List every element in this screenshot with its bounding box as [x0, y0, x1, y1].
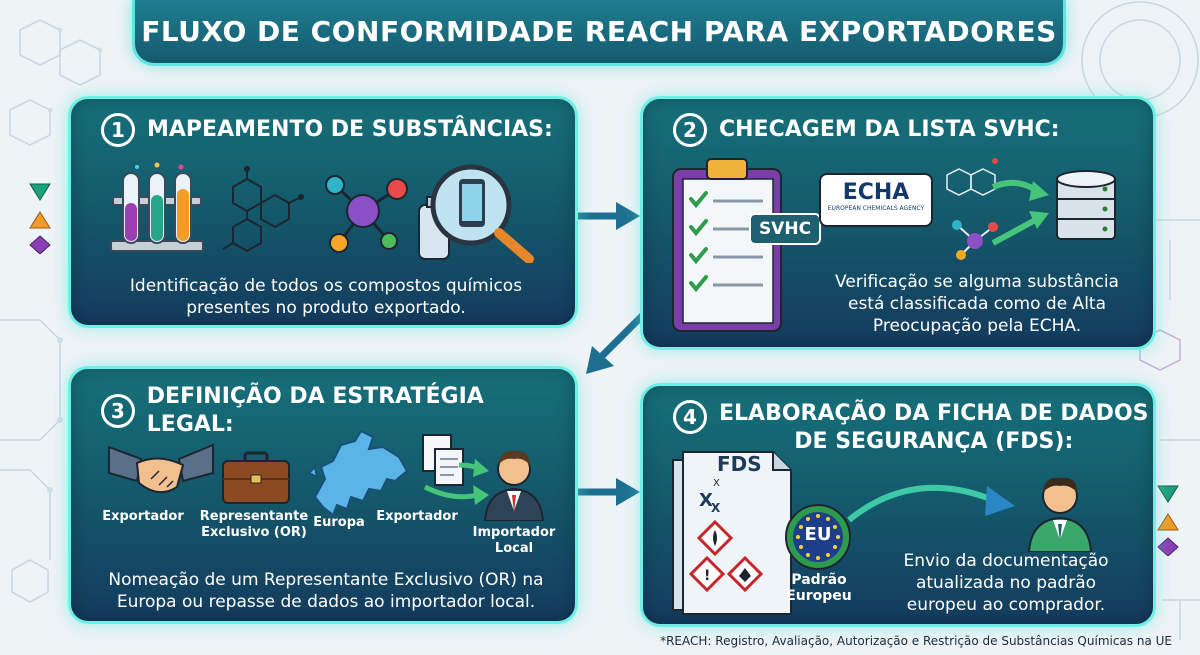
echa-logo-icon: ECHA EUROPEAN CHEMICALS AGENCY — [819, 173, 933, 227]
step-2-header: 2 CHECAGEM DA LISTA SVHC: — [673, 113, 1060, 147]
label-importador: Importador Local — [459, 525, 569, 557]
step-4-panel: 4 ELABORAÇÃO DA FICHA DE DADOS DE SEGURA… — [640, 383, 1156, 627]
europe-map-icon — [307, 429, 409, 517]
label-line: Europeu — [786, 588, 852, 604]
label-line: Padrão — [791, 572, 847, 588]
arrow-step3-to-step4 — [574, 478, 640, 506]
database-icon — [1056, 170, 1116, 240]
heading-line: ELABORAÇÃO DA FICHA DE DADOS — [719, 401, 1149, 426]
step-number: 2 — [673, 113, 707, 147]
send-arrow-icon — [847, 484, 1015, 523]
arrow-step1-to-step2 — [574, 202, 640, 230]
description-line: atualizada no padrão — [915, 573, 1097, 593]
label-europa: Europa — [313, 515, 365, 530]
description-line: europeu ao comprador. — [906, 595, 1106, 615]
label-line: Local — [494, 541, 534, 556]
data-flow-arrows — [423, 459, 489, 505]
echa-logo-subtext: EUROPEAN CHEMICALS AGENCY — [827, 205, 925, 212]
person-icon — [483, 450, 545, 521]
svhc-badge: SVHC — [749, 213, 821, 245]
clipboard-checklist-icon — [672, 158, 782, 332]
svg-text:X: X — [713, 478, 720, 489]
step-description: Identificação de todos os compostos quím… — [91, 275, 561, 319]
side-markers-left — [29, 183, 51, 254]
step-heading: ELABORAÇÃO DA FICHA DE DADOS DE SEGURANÇ… — [719, 400, 1149, 456]
data-flow-arrows — [991, 179, 1049, 246]
step-heading: MAPEAMENTO DE SUBSTÂNCIAS: — [147, 117, 553, 142]
sds-document-icon: X X X ! — [672, 451, 792, 615]
label-padrao-europeu: Padrão Europeu — [769, 572, 869, 604]
label-exportador: Exportador — [102, 509, 184, 524]
molecule-icon — [946, 158, 998, 260]
step-number: 4 — [673, 400, 707, 434]
svg-text:!: ! — [704, 568, 710, 584]
step-number: 1 — [101, 113, 135, 147]
svg-text:X: X — [699, 490, 713, 511]
step-heading: CHECAGEM DA LISTA SVHC: — [719, 117, 1060, 142]
description-line: Envio da documentação — [903, 551, 1109, 571]
molecule-icon — [325, 175, 408, 253]
label-line: Exclusivo (OR) — [201, 525, 307, 540]
step-4-header: 4 ELABORAÇÃO DA FICHA DE DADOS DE SEGURA… — [673, 400, 1149, 456]
briefcase-icon — [222, 451, 290, 504]
step-3-panel: 3 DEFINIÇÃO DA ESTRATÉGIA LEGAL: Exporta… — [68, 366, 578, 624]
eu-badge-text: EU — [804, 524, 832, 545]
step-2-panel: 2 CHECAGEM DA LISTA SVHC: SVHC ECHA EURO… — [640, 96, 1156, 350]
step-description: Envio da documentação atualizada no padr… — [881, 550, 1131, 616]
molecule-structure-icon — [222, 166, 304, 253]
sds-doc-title: FDS — [717, 452, 762, 476]
echa-logo-text: ECHA — [842, 180, 910, 205]
svg-text:X: X — [711, 501, 721, 515]
test-tubes-icon — [110, 162, 204, 252]
handshake-icon — [108, 443, 214, 494]
description-line: Verificação se alguma substância — [835, 272, 1119, 292]
description-line: Europa ou repasse de dados ao importador… — [116, 592, 536, 612]
footnote: *REACH: Registro, Avaliação, Autorização… — [660, 634, 1172, 648]
title-banner: FLUXO DE CONFORMIDADE REACH PARA EXPORTA… — [132, 0, 1066, 66]
step-3-header: 3 DEFINIÇÃO DA ESTRATÉGIA LEGAL: — [101, 383, 575, 439]
documents-icon — [422, 434, 464, 486]
description-line: está classificada como de Alta — [847, 294, 1106, 314]
description-line: Identificação de todos os compostos quím… — [129, 276, 523, 296]
label-line: Representante — [199, 509, 309, 524]
step-1-panel: 1 MAPEAMENTO DE SUBSTÂNCIAS: — [68, 96, 578, 328]
step-number: 3 — [101, 394, 135, 428]
step-1-header: 1 MAPEAMENTO DE SUBSTÂNCIAS: — [101, 113, 553, 147]
step-heading: DEFINIÇÃO DA ESTRATÉGIA LEGAL: — [146, 384, 484, 437]
page-title: FLUXO DE CONFORMIDADE REACH PARA EXPORTA… — [141, 15, 1057, 48]
eu-seal-icon — [785, 504, 851, 570]
heading-line: DE SEGURANÇA (FDS): — [794, 429, 1074, 454]
person-icon — [1027, 477, 1093, 552]
step-description: Verificação se alguma substância está cl… — [819, 271, 1135, 337]
description-line: Nomeação de um Representante Exclusivo (… — [108, 570, 544, 590]
label-line: Importador — [472, 525, 556, 540]
description-line: presentes no produto exportado. — [186, 298, 466, 318]
label-representante: Representante Exclusivo (OR) — [193, 509, 315, 541]
side-markers-right — [1157, 485, 1179, 556]
description-line: Preocupação pela ECHA. — [872, 316, 1082, 336]
magnifier-product-icon — [418, 164, 534, 263]
label-exportador: Exportador — [376, 509, 458, 524]
step-description: Nomeação de um Representante Exclusivo (… — [83, 569, 569, 613]
